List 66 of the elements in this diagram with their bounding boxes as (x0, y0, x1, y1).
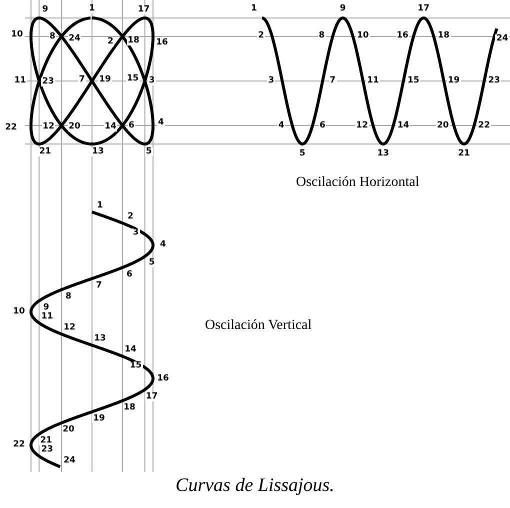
point-number: 12 (42, 122, 56, 132)
point-number: 15 (128, 362, 143, 371)
point-number: 15 (406, 76, 420, 86)
point-number: 7 (328, 76, 337, 86)
point-number: 8 (318, 32, 326, 41)
point-number: 10 (356, 32, 370, 41)
point-number: 16 (396, 32, 410, 41)
figure-caption: Curvas de Lissajous. (174, 475, 336, 497)
point-number: 10 (12, 307, 26, 316)
point-number: 5 (148, 258, 156, 268)
point-number: 13 (93, 334, 107, 344)
point-number: 20 (62, 425, 76, 434)
point-number: 1 (88, 4, 96, 14)
point-number: 17 (144, 392, 159, 402)
point-number: 21 (457, 150, 471, 158)
point-number: 14 (104, 122, 118, 132)
point-number: 17 (136, 6, 151, 14)
point-number: 6 (318, 121, 326, 130)
point-number: 22 (4, 123, 18, 132)
point-number: 8 (48, 32, 56, 42)
point-number: 22 (477, 121, 492, 130)
point-number: 9 (42, 303, 50, 312)
point-number: 18 (126, 36, 140, 46)
point-number: 15 (126, 74, 140, 84)
point-number: 4 (277, 121, 286, 130)
point-number: 20 (436, 121, 450, 130)
point-number: 16 (155, 38, 169, 48)
point-number: 20 (68, 122, 82, 132)
point-number: 2 (106, 38, 114, 47)
point-number: 13 (91, 148, 105, 156)
point-number: 3 (267, 76, 276, 86)
point-number: 11 (40, 312, 54, 322)
point-number: 24 (68, 34, 82, 44)
point-number: 18 (436, 32, 451, 41)
point-number: 13 (376, 150, 390, 158)
point-number: 19 (92, 414, 106, 424)
point-number: 5 (298, 150, 306, 158)
point-number: 9 (41, 6, 50, 14)
panel-title: Oscilación Vertical (205, 318, 312, 334)
point-number: 23 (40, 446, 54, 455)
point-number: 3 (148, 76, 156, 86)
panel-title: Oscilación Horizontal (296, 175, 420, 191)
point-number: 21 (39, 436, 54, 446)
point-number: 17 (416, 4, 431, 14)
point-number: 23 (41, 78, 56, 86)
point-number: 4 (157, 118, 165, 128)
point-number: 16 (156, 374, 170, 383)
point-number: 7 (78, 76, 86, 84)
point-number: 7 (95, 281, 103, 290)
point-number: 1 (250, 4, 258, 14)
point-number: 3 (132, 228, 140, 238)
point-number: 12 (355, 121, 370, 130)
point-number: 9 (338, 4, 347, 14)
point-number: 19 (446, 76, 461, 86)
point-number: 19 (98, 76, 112, 84)
point-number: 1 (96, 202, 104, 210)
point-number: 21 (38, 148, 52, 156)
point-number: 6 (128, 121, 136, 130)
point-number: 11 (13, 76, 28, 86)
point-number: 8 (64, 292, 72, 302)
point-number: 18 (122, 403, 136, 412)
point-number: 10 (10, 30, 24, 40)
point-number: 6 (126, 270, 134, 279)
point-number: 14 (396, 121, 410, 130)
point-number: 23 (487, 76, 502, 86)
point-number: 11 (366, 76, 380, 86)
